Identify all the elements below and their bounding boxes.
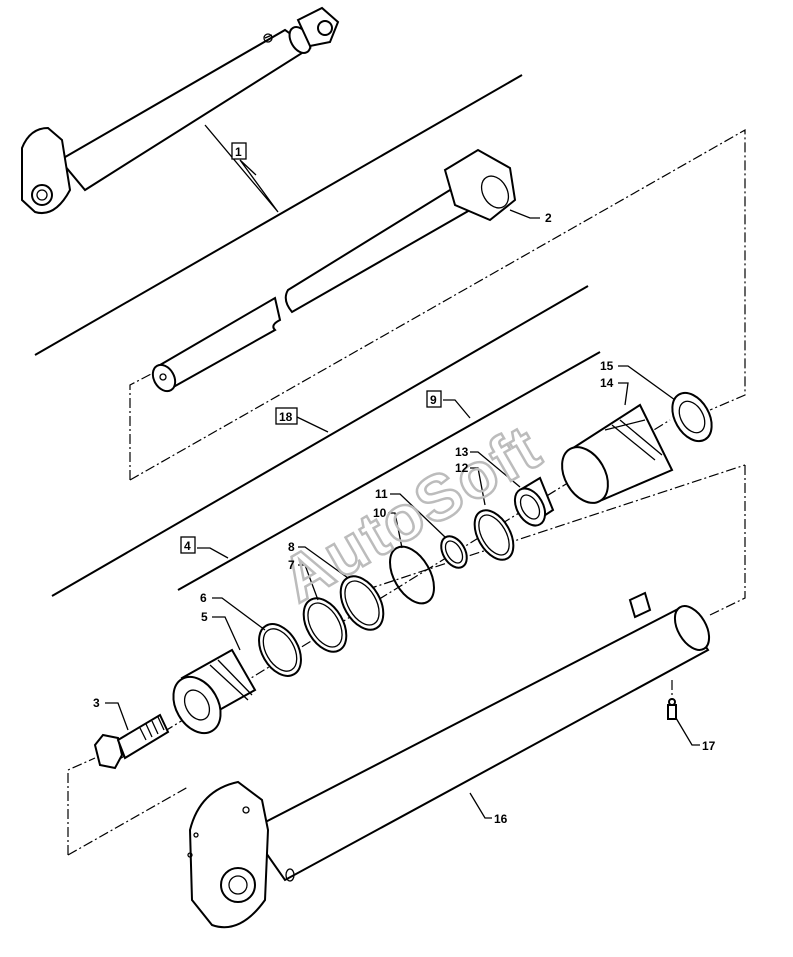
- kit-line-9: [177, 351, 601, 591]
- cylinder-barrel: [187, 591, 711, 929]
- piston: [172, 648, 257, 735]
- o-ring: [389, 545, 435, 605]
- callout-box-1: [231, 142, 247, 160]
- callout-14: 14: [600, 376, 614, 390]
- leader-11: [390, 493, 446, 538]
- callout-18: 18: [279, 410, 293, 424]
- leader-13: [470, 451, 521, 488]
- bolt: [93, 713, 170, 770]
- callout-12: 12: [455, 461, 469, 475]
- dash-frame-upper-right: [349, 464, 746, 596]
- leader-2: [509, 209, 540, 219]
- dash-frame-lower-right: [709, 465, 746, 616]
- leader-1: [204, 124, 279, 213]
- callout-1: 1: [235, 145, 242, 159]
- callout-3: 3: [93, 696, 100, 710]
- callout-box-18: [275, 407, 298, 425]
- callout-11: 11: [375, 487, 388, 501]
- callout-5: 5: [201, 610, 208, 624]
- dash-frame-lower: [67, 786, 189, 856]
- leader-5: [212, 616, 241, 651]
- kit-line-1: [34, 74, 523, 356]
- callout-7: 7: [288, 558, 295, 572]
- callout-8: 8: [288, 540, 295, 554]
- dash-frame-left: [129, 371, 156, 480]
- callout-16: 16: [494, 812, 508, 826]
- leader-14: [618, 382, 629, 406]
- piston-rod: [151, 148, 517, 393]
- leader-6: [212, 597, 266, 631]
- watermark-text: AutoSoft: [269, 410, 553, 615]
- bushing: [513, 476, 555, 527]
- cylinder-head: [561, 403, 674, 504]
- backup-ring: [440, 535, 468, 569]
- leader-4: [197, 547, 229, 559]
- cylinder-assembly: [21, 6, 340, 214]
- seal-ring-6: [258, 623, 302, 677]
- leader-12: [470, 467, 486, 506]
- callout-9: 9: [430, 393, 437, 407]
- leader-3: [105, 702, 129, 731]
- wiper-seal: [671, 391, 713, 443]
- callout-box-4: [180, 536, 196, 554]
- leader-15: [618, 365, 676, 401]
- snap-ring: [473, 509, 515, 561]
- leader-18: [296, 416, 329, 433]
- leader-10: [388, 512, 403, 549]
- kit-line-18: [51, 285, 589, 597]
- leader-7: [298, 564, 319, 601]
- callout-15: 15: [600, 359, 614, 373]
- leader-9: [443, 399, 471, 419]
- leader-8: [298, 546, 349, 579]
- callout-10: 10: [373, 506, 387, 520]
- callout-box-9: [426, 390, 442, 408]
- callout-17: 17: [702, 739, 716, 753]
- leader-17: [675, 717, 700, 746]
- callout-2: 2: [545, 211, 552, 225]
- leader-16: [469, 792, 492, 819]
- callout-4: 4: [184, 539, 191, 553]
- dash-frame-lower-left: [67, 757, 96, 855]
- seal-ring-7: [302, 597, 348, 653]
- dash-frame-upper: [129, 128, 746, 481]
- callout-13: 13: [455, 445, 469, 459]
- callout-6: 6: [200, 591, 207, 605]
- grease-fitting: [667, 680, 677, 720]
